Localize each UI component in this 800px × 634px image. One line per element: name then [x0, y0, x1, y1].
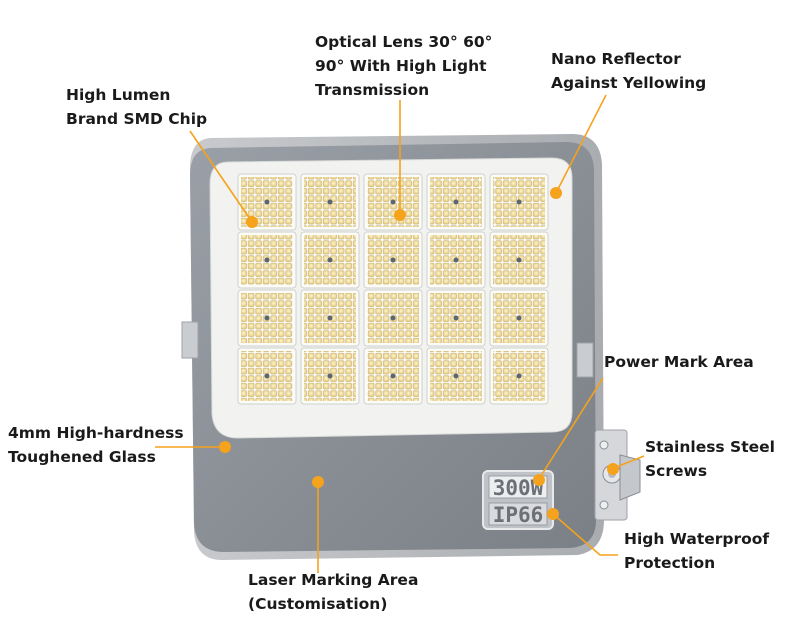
callout-text: Screws: [645, 462, 708, 480]
callout-dots: [219, 187, 619, 520]
mounting-bracket: [594, 429, 641, 521]
callout-text: Nano Reflector: [551, 50, 681, 68]
dot-glass: [219, 441, 231, 453]
led-module: [363, 173, 423, 231]
led-module: [237, 289, 297, 347]
callout-waterproof: High Waterproof Protection: [624, 527, 769, 575]
callout-stainless-screws: Stainless Steel Screws: [645, 435, 775, 483]
callout-text: (Customisation): [248, 595, 388, 613]
badge-rating-text: IP66: [493, 503, 544, 527]
led-module: [300, 173, 360, 231]
led-module: [237, 231, 297, 289]
led-module: [426, 231, 486, 289]
led-module: [300, 231, 360, 289]
led-module: [300, 347, 360, 405]
led-module-grid: [237, 173, 549, 405]
dot-power: [533, 474, 545, 486]
left-side-tab: [181, 321, 199, 359]
callout-optical-lens: Optical Lens 30° 60° 90° With High Light…: [315, 30, 492, 102]
callout-text: High Lumen: [66, 86, 171, 104]
led-module: [489, 289, 549, 347]
leader-lines: [155, 94, 645, 573]
callout-text: Power Mark Area: [604, 353, 754, 371]
led-module: [489, 173, 549, 231]
callout-toughened-glass: 4mm High-hardness Toughened Glass: [8, 421, 184, 469]
dot-laser: [312, 476, 324, 488]
callout-nano-reflector: Nano Reflector Against Yellowing: [551, 47, 706, 95]
callout-text: Optical Lens 30° 60°: [315, 33, 493, 51]
callout-text: Stainless Steel: [645, 438, 775, 456]
led-module: [426, 289, 486, 347]
callout-laser-marking: Laser Marking Area (Customisation): [248, 568, 418, 616]
led-module: [426, 173, 486, 231]
callout-power-mark: Power Mark Area: [604, 350, 754, 374]
callout-text: 90° With High Light: [315, 57, 487, 75]
callout-text: Laser Marking Area: [248, 571, 419, 589]
power-mark-badge: 300W IP66: [482, 470, 554, 530]
right-side-tab: [576, 342, 594, 378]
callout-text: Transmission: [315, 81, 430, 99]
led-module: [363, 289, 423, 347]
callout-text: High Waterproof: [624, 530, 770, 548]
dot-lens: [394, 209, 406, 221]
led-module: [426, 347, 486, 405]
dot-waterproof: [547, 508, 559, 520]
led-module: [363, 347, 423, 405]
led-module: [489, 231, 549, 289]
led-module: [300, 289, 360, 347]
callout-text: Protection: [624, 554, 716, 572]
led-module: [489, 347, 549, 405]
callout-text: Brand SMD Chip: [66, 110, 208, 128]
dot-chip: [246, 216, 258, 228]
callout-text: Against Yellowing: [551, 74, 707, 92]
callout-smd-chip: High Lumen Brand SMD Chip: [66, 83, 207, 131]
callout-text: 4mm High-hardness: [8, 424, 184, 442]
led-module: [237, 347, 297, 405]
led-module: [363, 231, 423, 289]
dot-screws: [607, 463, 619, 475]
callout-text: Toughened Glass: [8, 448, 156, 466]
dot-reflector: [550, 187, 562, 199]
